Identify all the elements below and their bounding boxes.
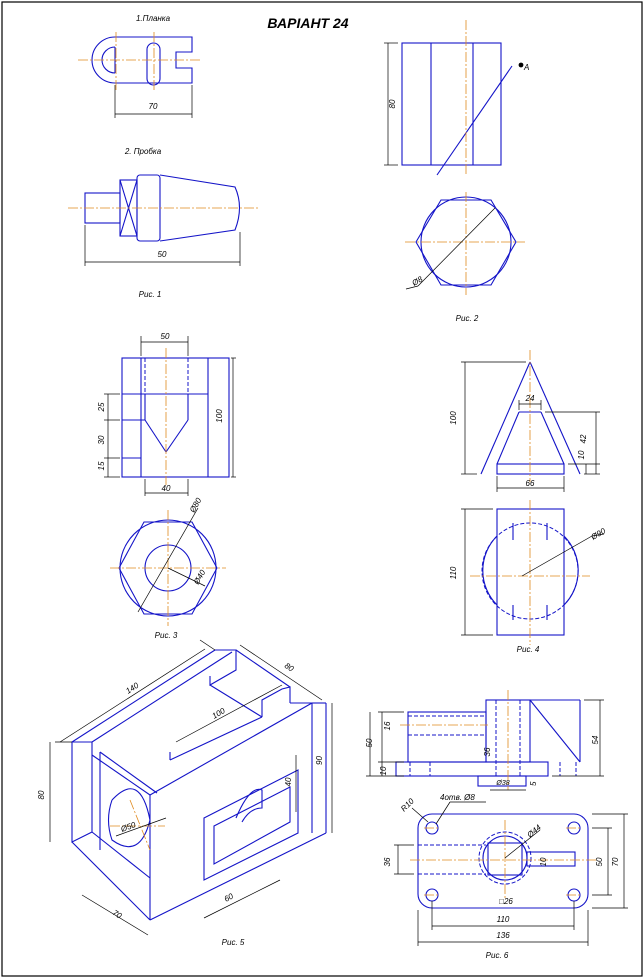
fig6-dim-r10: R10 — [399, 796, 416, 813]
fig6-dim-54: 54 — [591, 735, 600, 744]
fig6-dim-5: 5 — [529, 781, 538, 786]
fig5-dim-40: 40 — [284, 777, 293, 786]
fig6-dim-d38: Ø38 — [495, 780, 509, 787]
fig6-dim-10: 10 — [379, 766, 388, 775]
fig6-dim-26: □26 — [499, 897, 513, 906]
fig5-dim-d50: Ø50 — [119, 820, 138, 834]
fig3-dim-50: 50 — [161, 332, 170, 341]
fig6-dim-10b: 10 — [539, 857, 548, 866]
fig6-dim-50b: 50 — [595, 857, 604, 866]
fig4-dim-42: 42 — [579, 434, 588, 443]
fig4-dim-d90: Ø90 — [589, 526, 608, 542]
fig5-dim-80a: 80 — [283, 661, 296, 674]
fig2-dim-80: 80 — [388, 99, 397, 108]
fig2-dim-diam: Ø8 — [410, 274, 425, 288]
fig3-dim-40: 40 — [162, 484, 171, 493]
fig6-dim-16: 16 — [383, 721, 392, 730]
fig3-dim-d80: Ø80 — [187, 496, 203, 515]
fig1-part1-label: 1.Планка — [136, 14, 171, 23]
fig1-dim-70: 70 — [149, 102, 158, 111]
fig6-dim-36a: 36 — [483, 747, 492, 756]
fig2-prism: 80 А Ø8 Рис. 2 — [384, 20, 529, 323]
fig5-isometric: 140 80 100 90 80 40 Ø50 60 70 Рис. 5 — [37, 639, 333, 947]
fig6-dim-50: 50 — [365, 738, 374, 747]
fig4-dim-110: 110 — [449, 566, 458, 579]
fig4-dim-10: 10 — [577, 450, 586, 459]
fig6-dim-70: 70 — [611, 857, 620, 866]
sheet-title: ВАРІАНТ 24 — [267, 15, 348, 31]
fig3-dim-15: 15 — [97, 461, 106, 470]
fig6-part: 16 50 10 36 54 Ø38 5 4отв. Ø8 R10 Ø44 — [365, 690, 628, 960]
fig4-part: 100 24 10 42 66 110 Ø90 Рис. 4 — [449, 350, 608, 654]
fig3-dim-30: 30 — [97, 435, 106, 444]
fig1-probka: 2. Пробка 50 Рис. 1 — [68, 147, 258, 299]
fig2-caption: Рис. 2 — [456, 314, 479, 323]
fig6-dim-36b: 36 — [383, 857, 392, 866]
fig4-dim-66: 66 — [526, 479, 535, 488]
fig2-angle-point — [518, 62, 524, 68]
fig5-dim-80b: 80 — [37, 790, 46, 799]
fig3-part: 50 25 30 15 100 40 Ø80 Ø40 Рис. 3 — [97, 332, 236, 640]
fig5-caption: Рис. 5 — [222, 938, 245, 947]
fig3-dim-25: 25 — [97, 402, 106, 412]
fig6-dim-d44: Ø44 — [525, 823, 544, 841]
fig1-caption: Рис. 1 — [139, 290, 162, 299]
fig4-dim-24: 24 — [525, 394, 535, 403]
fig4-caption: Рис. 4 — [517, 645, 540, 654]
fig2-angle-label: А — [523, 63, 529, 72]
fig1-part2-label: 2. Пробка — [124, 147, 162, 156]
fig3-dim-d40: Ø40 — [191, 568, 207, 587]
fig5-dim-90: 90 — [315, 756, 324, 765]
fig4-dim-100: 100 — [449, 411, 458, 425]
fig3-dim-100: 100 — [215, 409, 224, 423]
fig1-planka: 1.Планка 70 — [78, 14, 200, 118]
fig6-holes-note: 4отв. Ø8 — [440, 793, 475, 802]
fig5-dim-100: 100 — [211, 706, 228, 721]
fig1-dim-50: 50 — [158, 250, 167, 259]
fig5-dim-60: 60 — [223, 891, 236, 903]
fig5-dim-140: 140 — [124, 681, 141, 696]
fig3-caption: Рис. 3 — [155, 631, 178, 640]
fig6-caption: Рис. 6 — [486, 951, 509, 960]
fig6-dim-110: 110 — [497, 915, 510, 924]
fig6-dim-136: 136 — [496, 931, 510, 940]
